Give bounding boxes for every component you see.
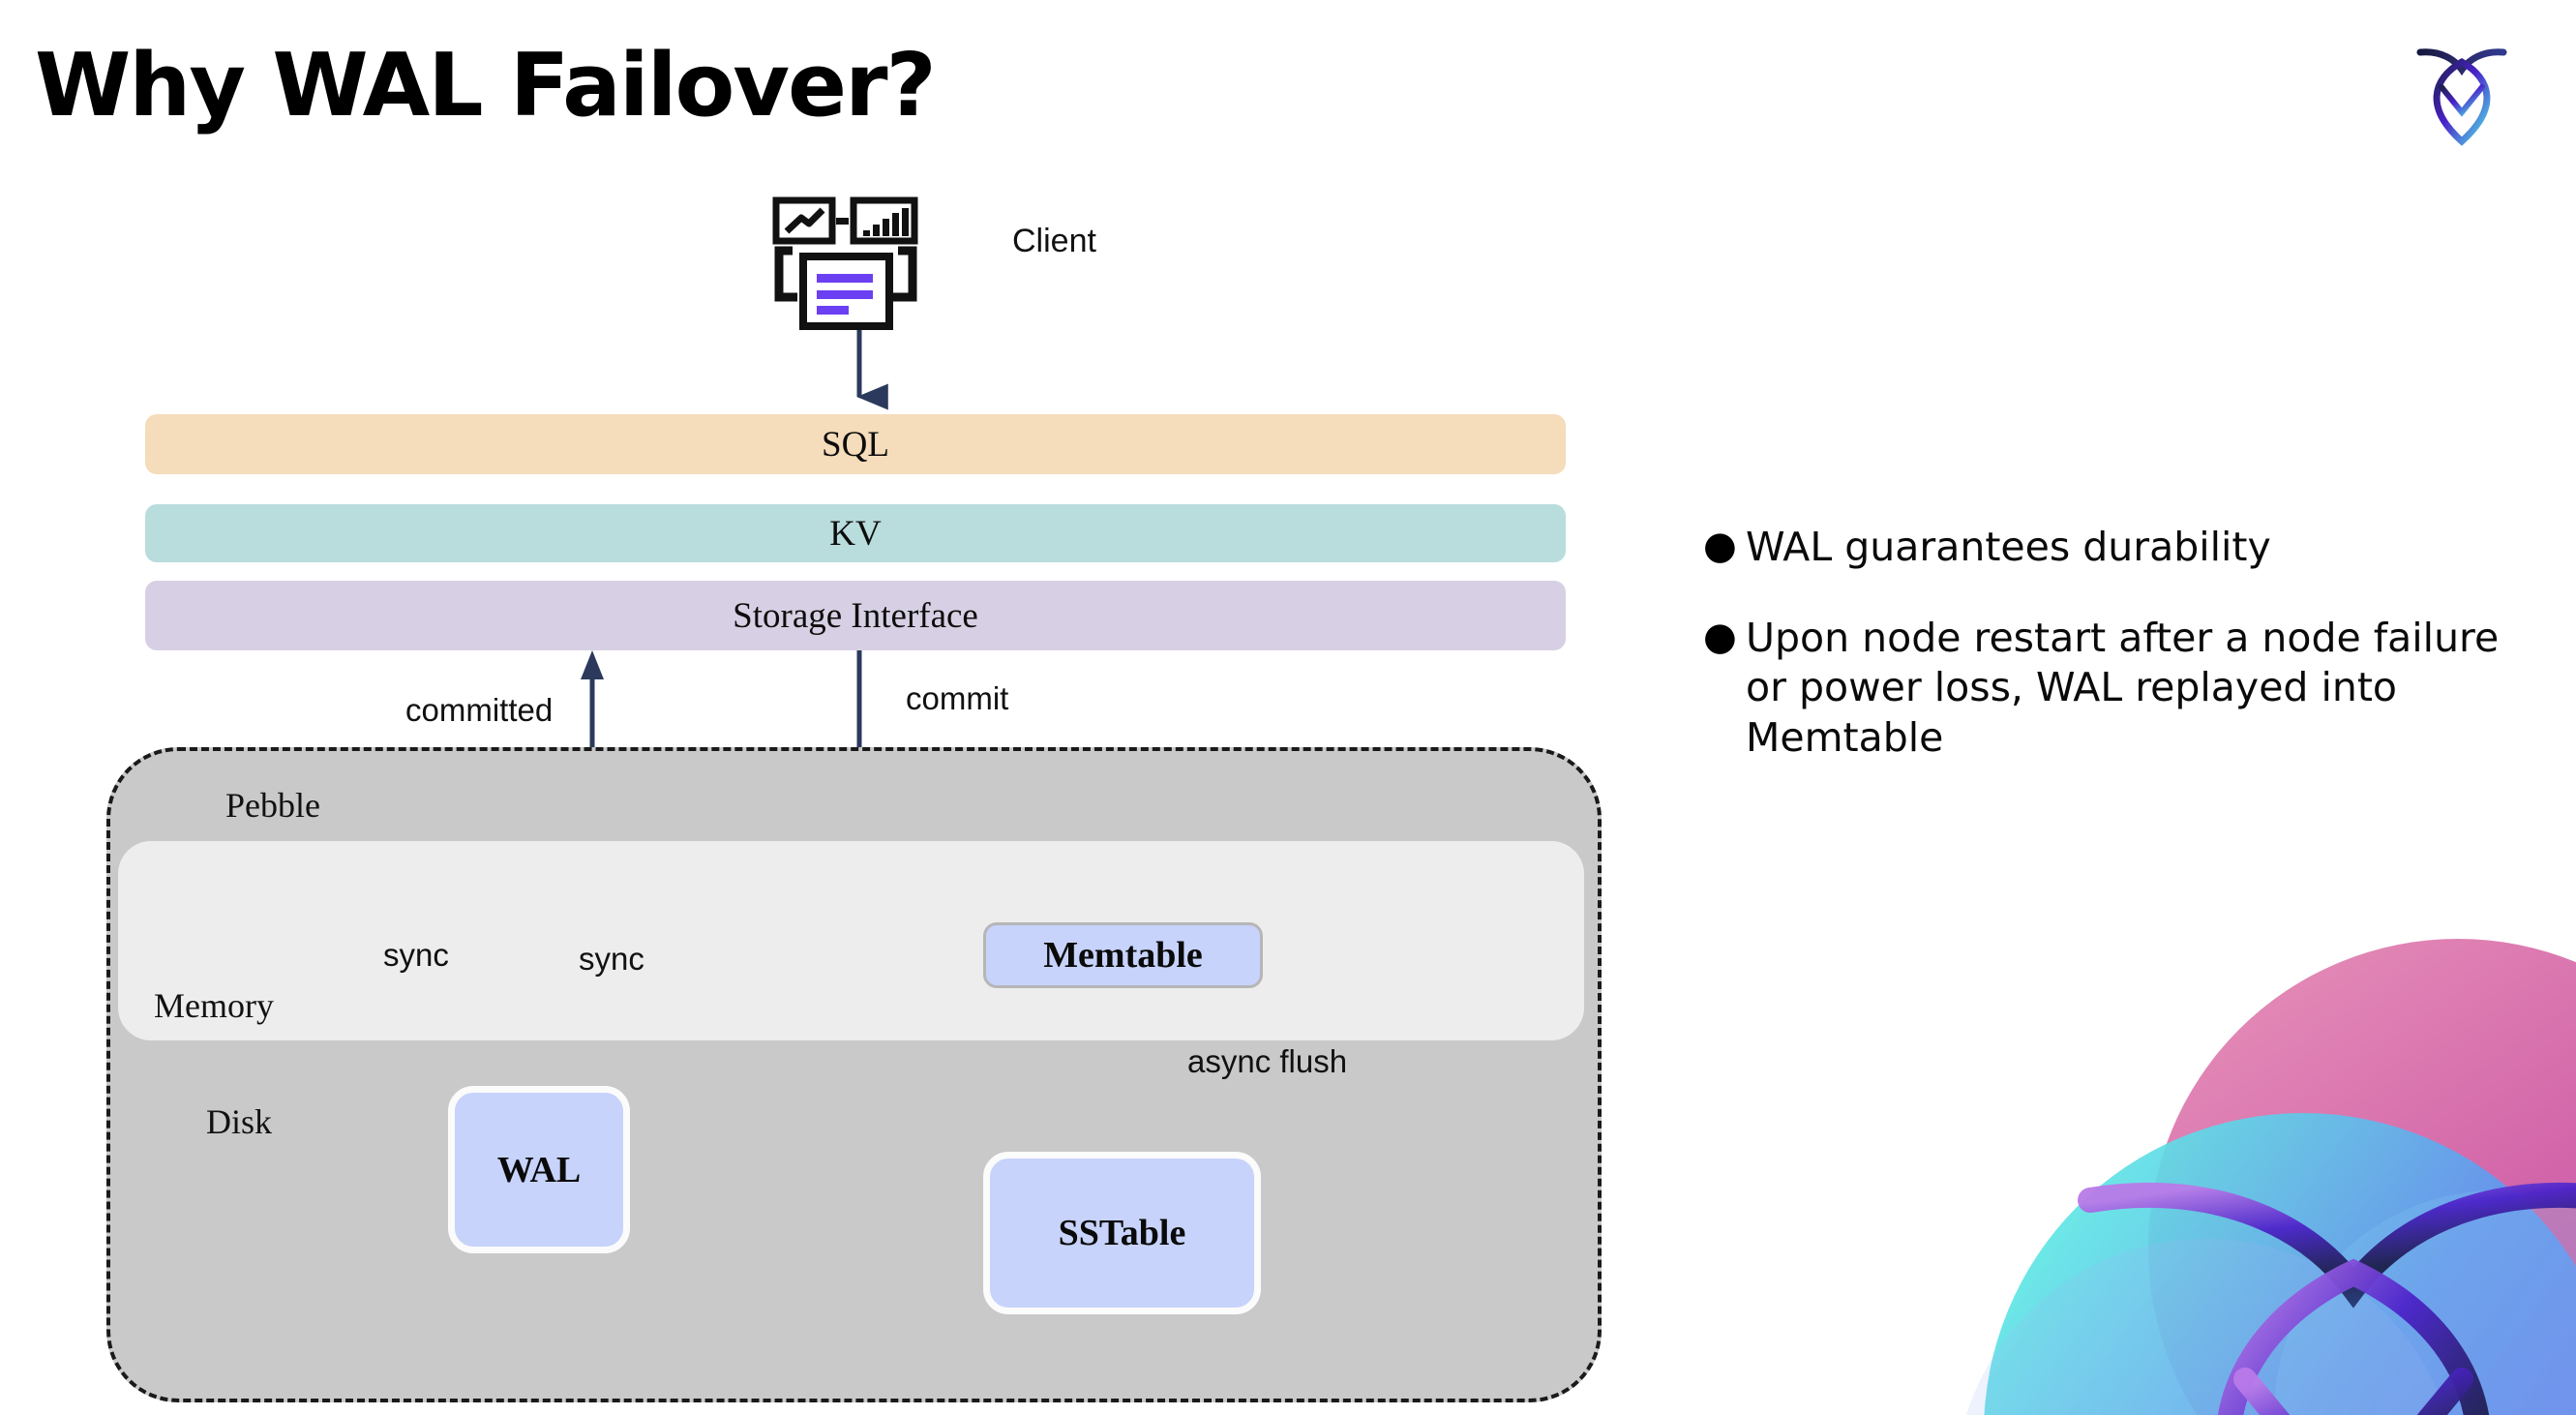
pebble-label: Pebble [225,786,320,825]
stack-layer-sql[interactable]: SQL [145,414,1566,474]
bullet-list: ● WAL guarantees durability ● Upon node … [1703,523,2506,804]
list-item: ● Upon node restart after a node failure… [1703,614,2506,764]
page-title: Why WAL Failover? [35,35,937,136]
edge-label-sync-left: sync [383,937,449,973]
node-wal[interactable]: WAL [448,1086,630,1253]
bullet-text: WAL guarantees durability [1746,524,2271,570]
bullet-marker-icon: ● [1703,614,1737,659]
cockroach-watermark-icon [1966,939,2576,1415]
list-item: ● WAL guarantees durability [1703,523,2506,573]
stack-layer-kv[interactable]: KV [145,504,1566,562]
node-sstable[interactable]: SSTable [983,1152,1261,1314]
client-label: Client [1012,223,1096,259]
edge-label-commit: commit [906,680,1009,716]
memory-zone [118,841,1584,1040]
stack-layer-storage-interface[interactable]: Storage Interface [145,581,1566,650]
disk-label: Disk [206,1102,273,1141]
memory-label: Memory [154,986,274,1025]
edge-label-sync-right: sync [579,941,644,977]
cockroach-logo-icon [2416,48,2507,146]
client-dashboard-icon [772,196,918,330]
bullet-text: Upon node restart after a node failure o… [1746,614,2500,761]
edge-label-committed: committed [405,692,554,728]
architecture-diagram: Client [106,196,1602,1402]
edge-label-async-flush: async flush [1187,1043,1348,1079]
bullet-marker-icon: ● [1703,524,1737,568]
node-memtable[interactable]: Memtable [983,922,1263,988]
